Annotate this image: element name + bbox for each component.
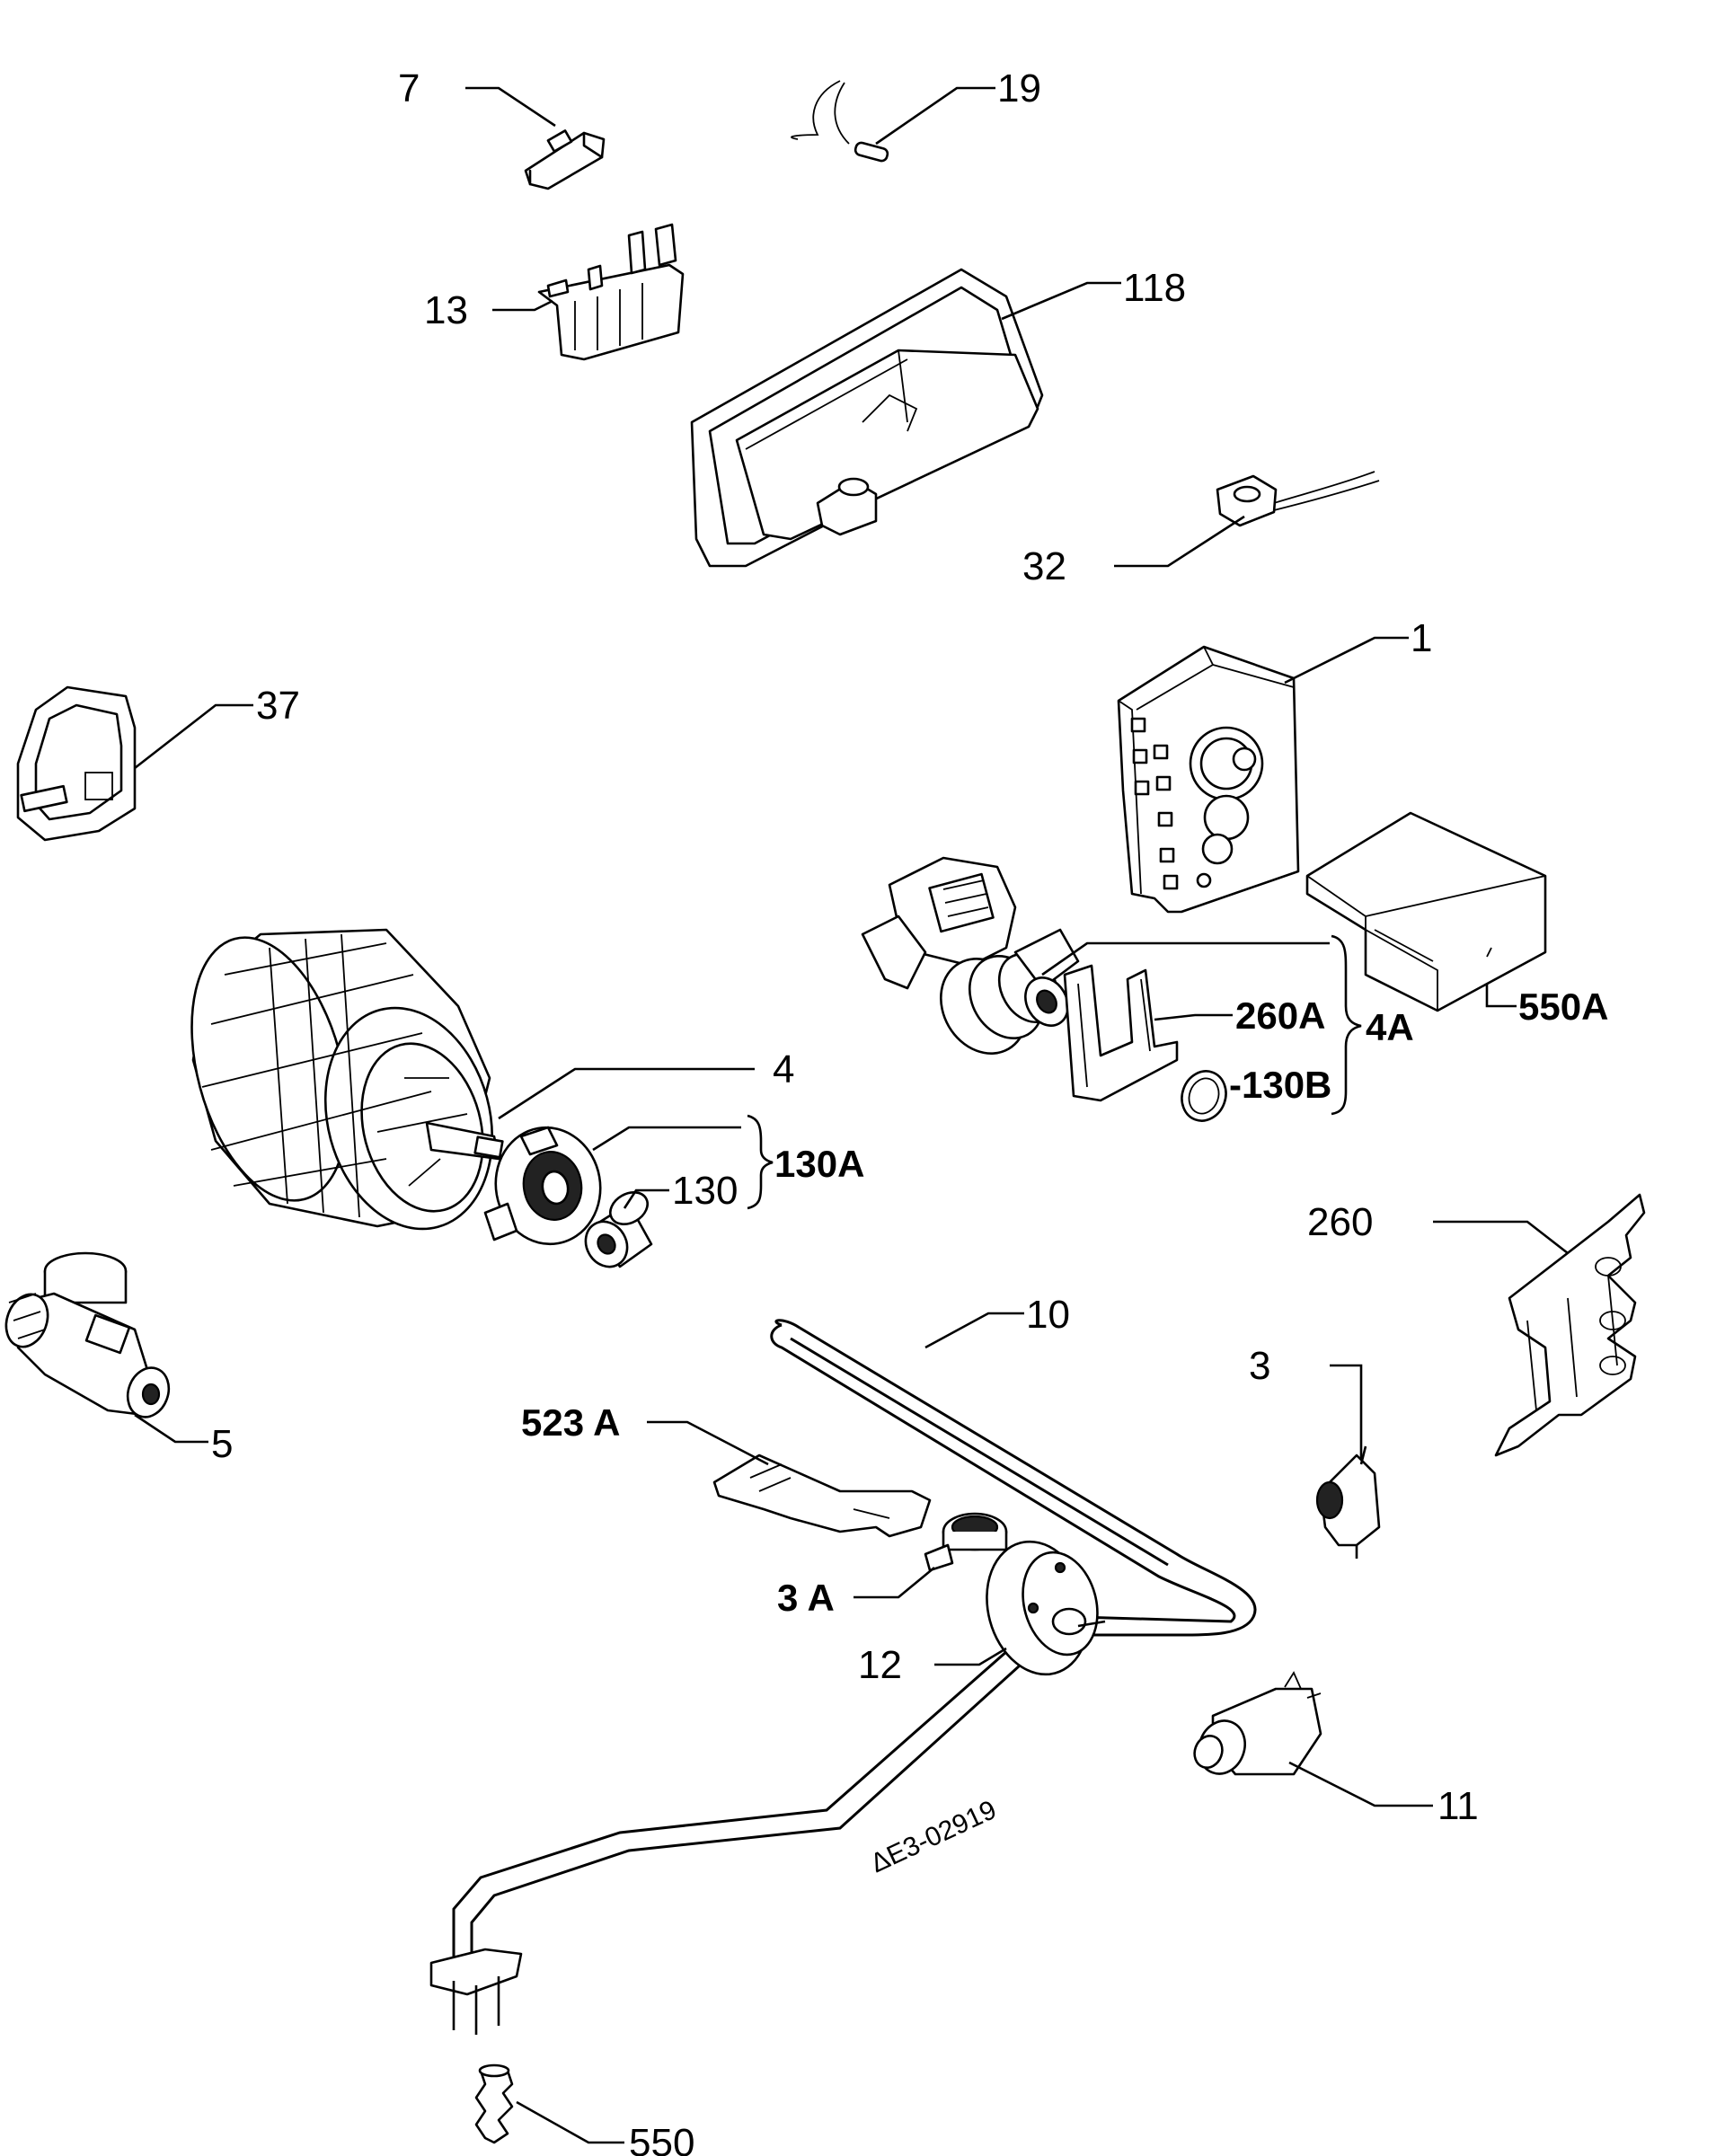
label-550: 550	[629, 2121, 694, 2156]
part-37-cover	[16, 685, 137, 842]
leader-37	[134, 703, 253, 770]
part-4a-pump	[861, 856, 1080, 1055]
label-12: 12	[858, 1643, 902, 1687]
label-37: 37	[256, 684, 300, 728]
label-4: 4	[773, 1047, 794, 1091]
label-3: 3	[1249, 1344, 1270, 1388]
leader-10	[924, 1312, 1024, 1349]
leader-12	[934, 1647, 1007, 1666]
part-5-valve	[4, 1251, 171, 1418]
part-523a-bracket	[712, 1454, 932, 1538]
leader-130	[623, 1188, 669, 1209]
leader-11	[1288, 1761, 1433, 1807]
leader-260a	[1154, 1013, 1233, 1021]
leader-260	[1433, 1220, 1569, 1255]
part-130-bushing	[584, 1191, 653, 1268]
part-4-motor	[190, 928, 504, 1231]
leader-3	[1330, 1364, 1363, 1460]
part-12-pressure-switch	[986, 1540, 1106, 1676]
part-260a-bracket	[1063, 964, 1179, 1102]
part-3a-thermostat	[924, 1512, 1008, 1572]
label-130b: -130B	[1229, 1064, 1331, 1106]
leader-32	[1114, 515, 1245, 568]
leader-118	[1001, 281, 1121, 321]
part-130b-oring	[1181, 1070, 1227, 1122]
part-550a-box	[1305, 811, 1547, 1012]
part-32-switch	[1216, 471, 1380, 527]
part-130a-coupling	[483, 1126, 602, 1246]
label-5: 5	[211, 1422, 233, 1466]
part-118-dispenser	[690, 268, 1044, 568]
leader-1	[1284, 636, 1409, 685]
label-1: 1	[1411, 616, 1432, 660]
leader-130a	[592, 1126, 741, 1152]
brace-130a	[747, 1114, 774, 1210]
part-11-capacitor	[1193, 1671, 1322, 1776]
drawing-code: ΔE3-02919	[866, 1795, 1001, 1878]
part-260-bracket	[1494, 1193, 1646, 1457]
label-19: 19	[997, 66, 1041, 110]
label-3a: 3 A	[777, 1577, 835, 1619]
leader-523a	[647, 1420, 769, 1466]
label-7: 7	[398, 66, 420, 110]
part-13-terminal-block	[537, 223, 685, 361]
leader-5	[134, 1413, 208, 1444]
leader-13	[492, 299, 553, 312]
label-130: 130	[672, 1169, 738, 1213]
part-10-heating-element	[429, 1319, 1257, 2035]
leader-7	[465, 86, 556, 128]
leader-3a	[854, 1566, 935, 1599]
label-32: 32	[1022, 544, 1066, 588]
brace-4a	[1331, 934, 1362, 1116]
part-3-thermostat	[1315, 1445, 1381, 1559]
part-7-switch	[524, 129, 606, 190]
leader-19	[875, 86, 995, 146]
label-118: 118	[1123, 266, 1186, 310]
leader-550a	[1485, 984, 1517, 1008]
leader-4	[498, 1067, 755, 1120]
part-550-plug	[474, 2063, 514, 2144]
label-13: 13	[424, 288, 468, 332]
part-19-sensor	[791, 80, 889, 163]
label-4a: 4A	[1366, 1006, 1414, 1048]
label-260a: 260A	[1235, 994, 1325, 1037]
label-523a: 523 A	[521, 1401, 621, 1444]
part-1-timer	[1117, 645, 1300, 914]
leader-550	[516, 2100, 624, 2144]
label-130a: 130A	[774, 1143, 864, 1185]
leader-4a	[1041, 941, 1330, 976]
label-10: 10	[1026, 1293, 1070, 1337]
label-11: 11	[1437, 1784, 1479, 1828]
label-260: 260	[1307, 1200, 1373, 1244]
label-550a: 550A	[1518, 985, 1608, 1028]
